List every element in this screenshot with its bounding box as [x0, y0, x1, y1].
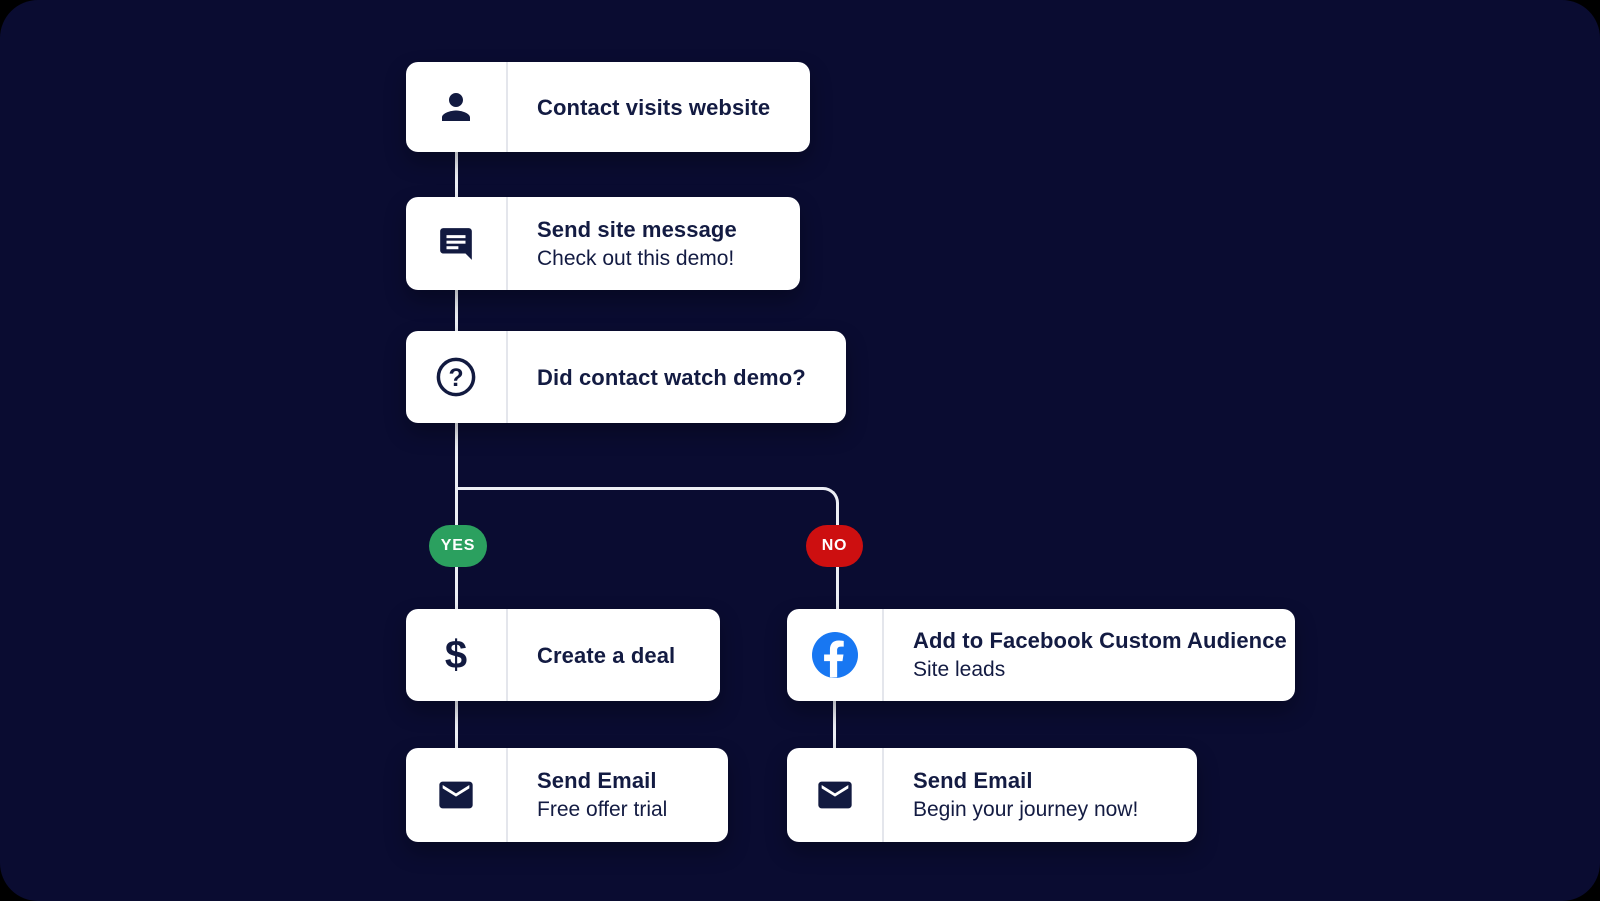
- branch-yes-label: YES: [440, 537, 476, 554]
- chat-icon: [406, 197, 508, 290]
- help-icon: ?: [406, 331, 508, 423]
- branch-no-label: NO: [821, 537, 848, 554]
- node-title: Add to Facebook Custom Audience: [913, 628, 1287, 653]
- connector-line: [455, 420, 458, 611]
- node-send-site-message[interactable]: Send site message Check out this demo!: [406, 197, 800, 290]
- node-subtitle: Site leads: [913, 658, 1006, 681]
- node-title: Contact visits website: [537, 94, 771, 120]
- node-title: Did contact watch demo?: [537, 364, 806, 390]
- node-send-email-begin-your-journey[interactable]: Send Email Begin your journey now!: [787, 748, 1197, 842]
- email-icon: [406, 748, 508, 842]
- node-subtitle: Begin your journey now!: [913, 798, 1139, 821]
- dollar-icon: $: [406, 609, 508, 701]
- connector-line: [455, 699, 458, 750]
- node-add-to-facebook-custom-audience[interactable]: Add to Facebook Custom Audience Site lea…: [787, 609, 1295, 701]
- node-subtitle: Check out this demo!: [537, 246, 735, 270]
- node-did-contact-watch-demo[interactable]: ? Did contact watch demo?: [406, 331, 846, 423]
- node-contact-visits-website[interactable]: Contact visits website: [406, 62, 810, 152]
- connector-line: [455, 288, 458, 334]
- node-subtitle: Free offer trial: [537, 798, 668, 821]
- connector-line: [833, 699, 836, 750]
- email-icon: [787, 748, 884, 842]
- node-title: Send site message: [537, 216, 737, 242]
- branch-yes-pill[interactable]: YES: [429, 525, 487, 567]
- node-title: Send Email: [913, 768, 1033, 793]
- branch-connector-line: [455, 487, 839, 613]
- node-send-email-free-offer-trial[interactable]: Send Email Free offer trial: [406, 748, 728, 842]
- branch-no-pill[interactable]: NO: [806, 525, 863, 567]
- node-title: Create a deal: [537, 642, 676, 668]
- node-create-a-deal[interactable]: $ Create a deal: [406, 609, 720, 701]
- person-icon: [406, 62, 508, 152]
- svg-text:?: ?: [448, 365, 463, 392]
- connector-line: [455, 150, 458, 200]
- facebook-icon: [787, 609, 884, 701]
- node-title: Send Email: [537, 768, 657, 793]
